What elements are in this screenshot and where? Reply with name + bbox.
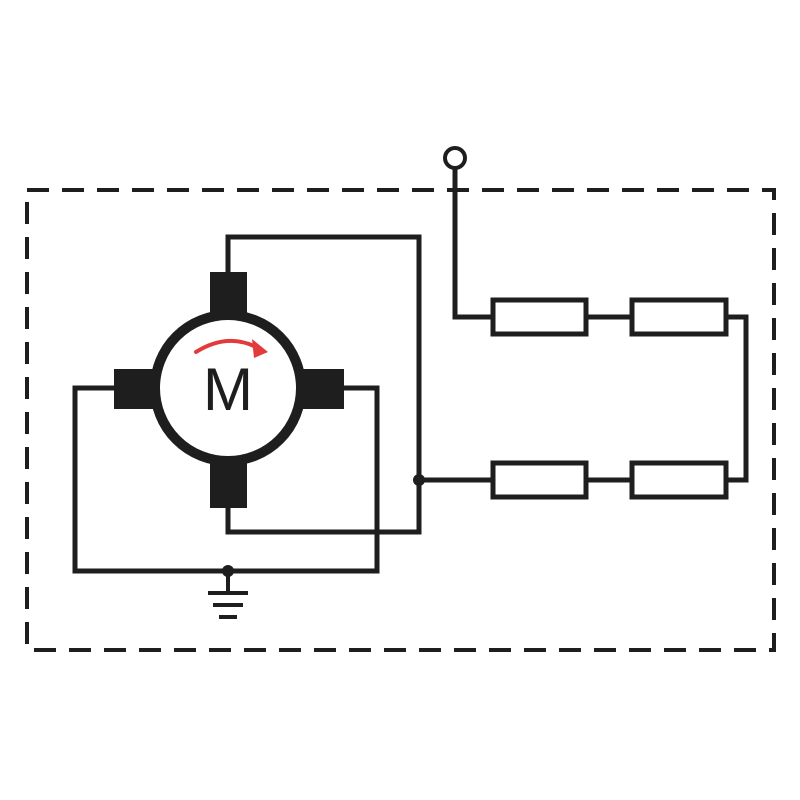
motor-brush-bottom xyxy=(210,460,247,508)
junction-dot-right xyxy=(413,474,425,486)
resistor-lower-1 xyxy=(490,460,589,500)
resistor-upper-1 xyxy=(490,297,589,337)
motor-label: M xyxy=(203,356,253,423)
terminal-circle-icon xyxy=(443,146,467,170)
wire-right-return xyxy=(723,314,749,483)
resistor-lower-2 xyxy=(629,460,729,500)
wire-bottom-brush-loop xyxy=(225,477,422,535)
clockwise-arrow-icon xyxy=(194,338,268,358)
ground-icon xyxy=(208,571,248,619)
wire-terminal-lead xyxy=(452,165,496,320)
dashed-enclosure-boundary xyxy=(25,188,776,652)
resistor-upper-2 xyxy=(629,297,729,337)
wire-top-brush-loop xyxy=(225,234,422,483)
